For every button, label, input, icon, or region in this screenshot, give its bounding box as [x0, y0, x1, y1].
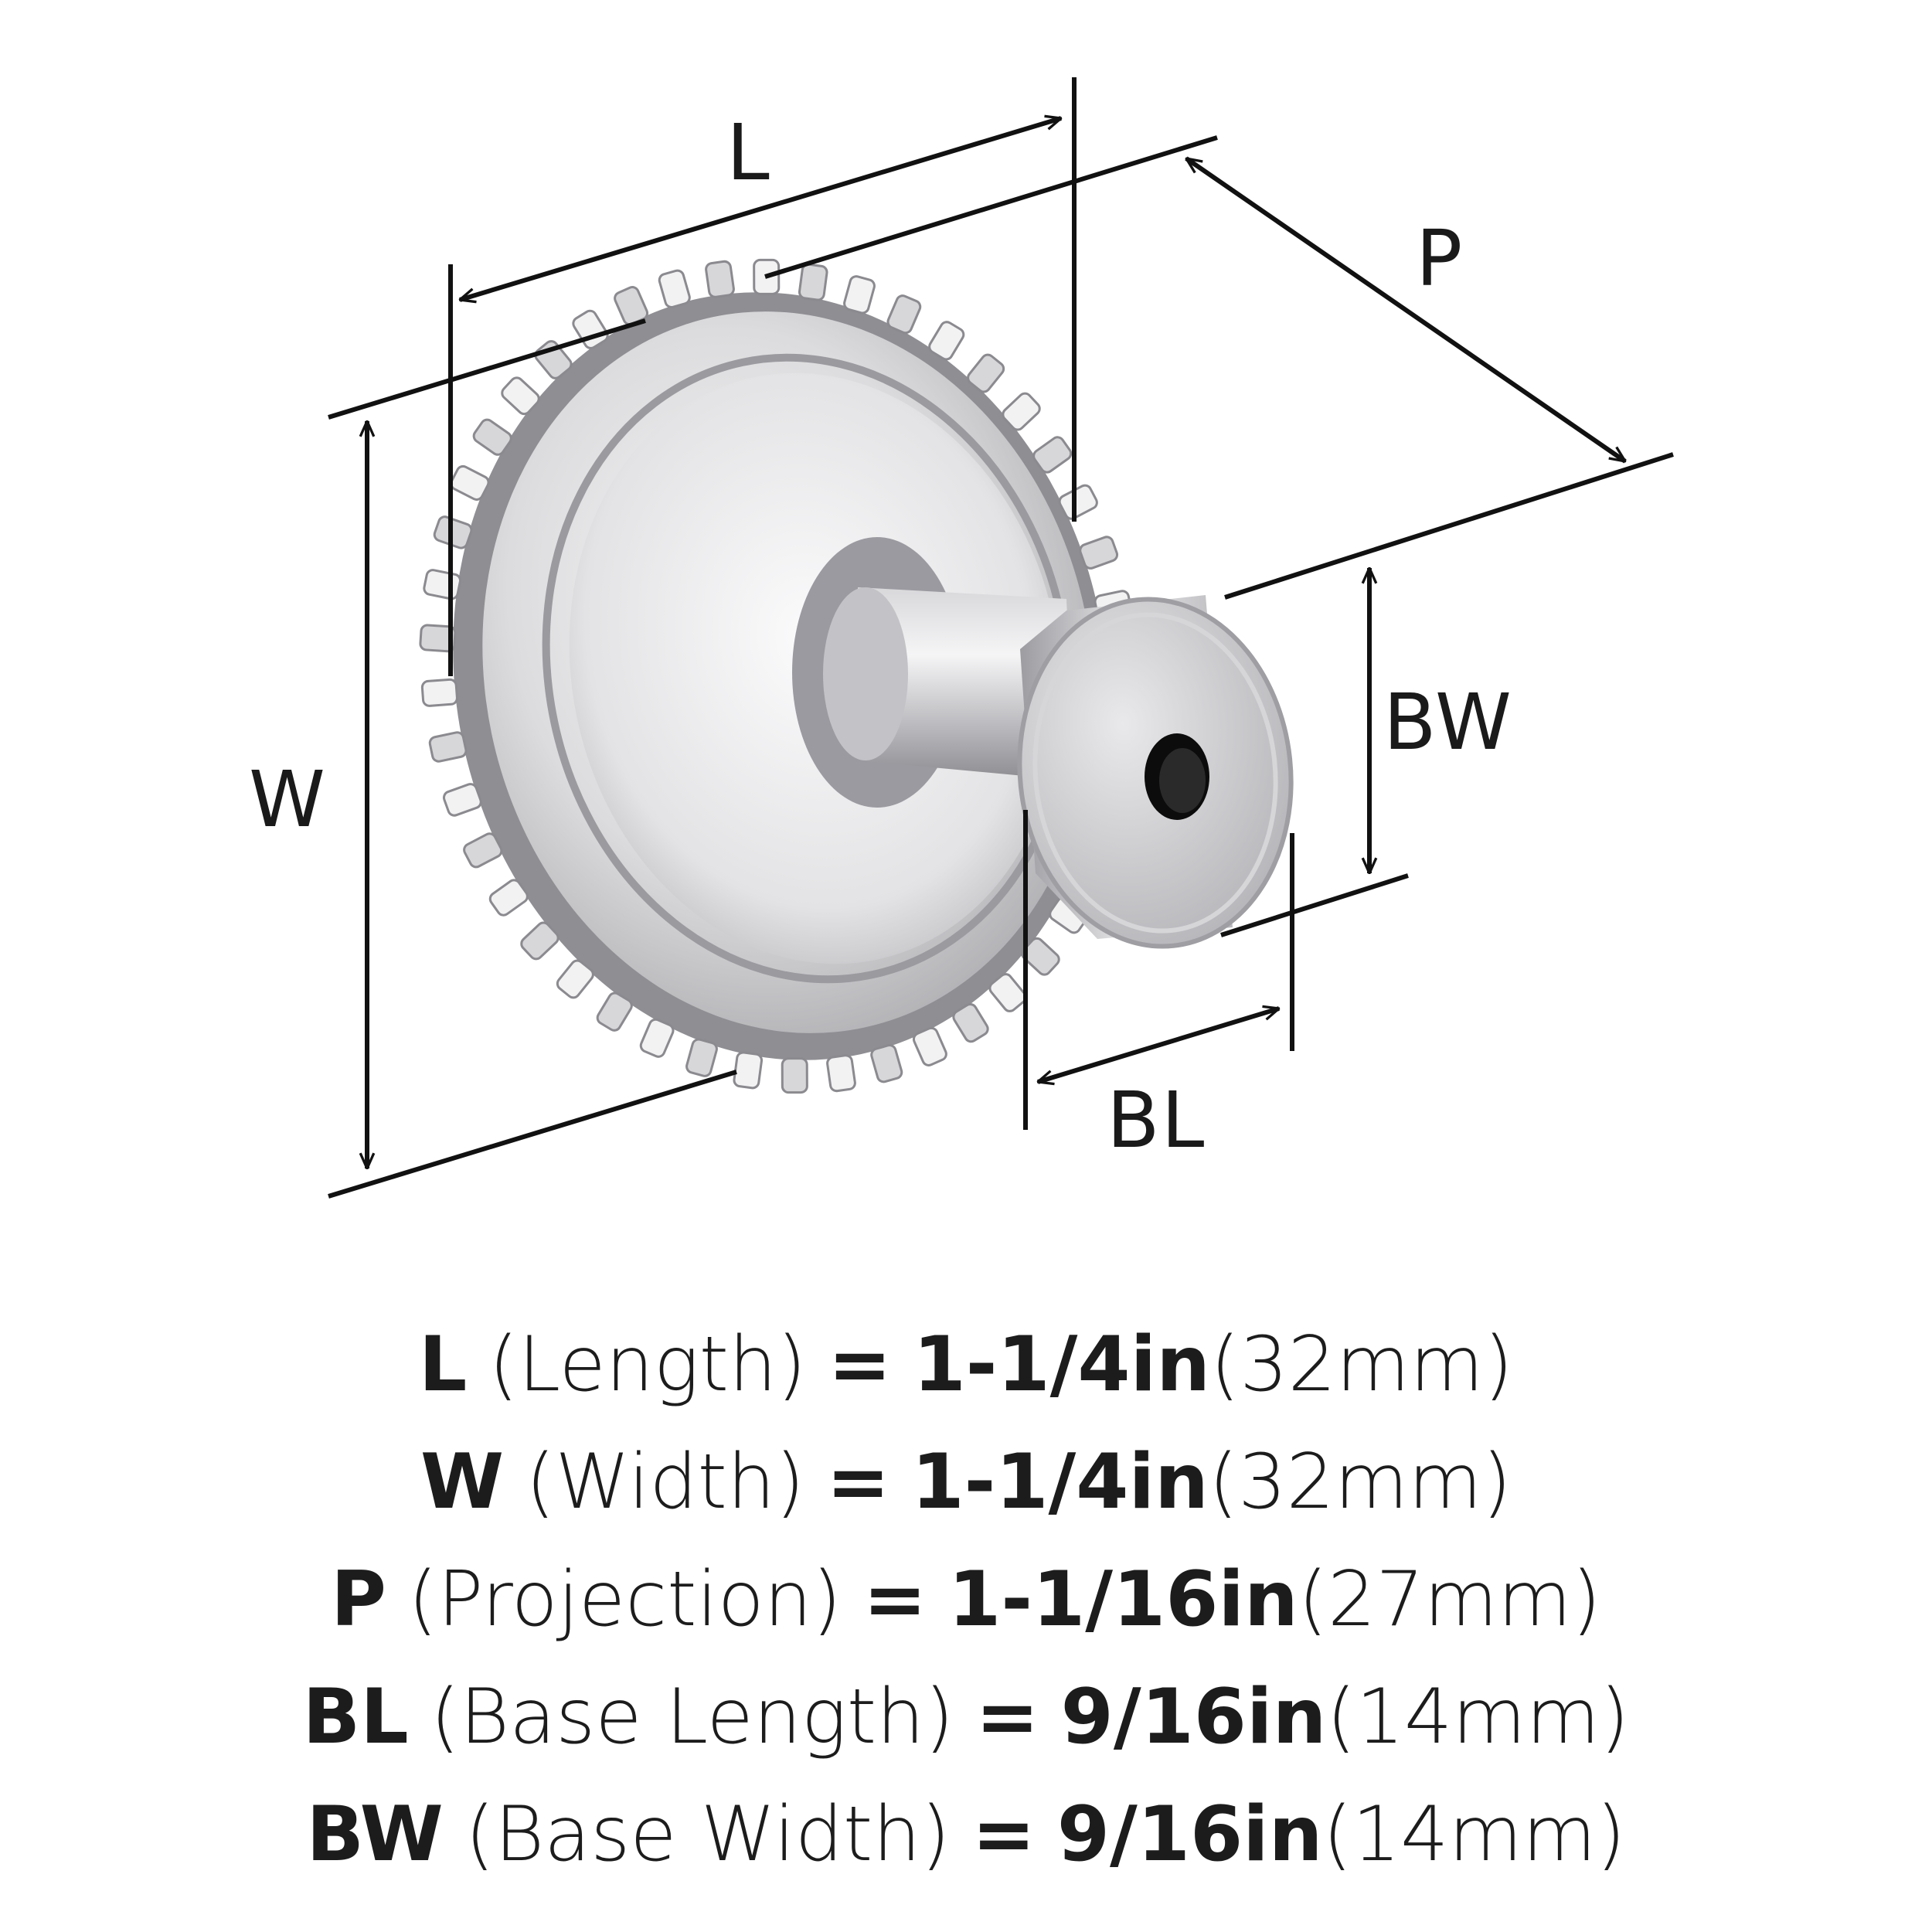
rosette-tooth	[596, 992, 633, 1032]
spec-equals: =	[828, 1321, 892, 1409]
rosette-tooth	[520, 921, 560, 961]
spec-symbol: BL	[302, 1673, 409, 1761]
spec-description: (Length)	[488, 1321, 807, 1409]
spec-metric: (27mm)	[1298, 1556, 1601, 1644]
spec-equals: =	[826, 1438, 890, 1526]
hook-drawing	[328, 77, 1674, 1199]
hook-cap	[1017, 595, 1294, 949]
spec-description: (Base Length)	[430, 1673, 954, 1761]
rosette-tooth	[705, 260, 735, 298]
rosette-tooth	[442, 783, 482, 817]
rosette-tooth	[733, 1051, 764, 1090]
rosette-tooth	[556, 959, 594, 999]
rosette-tooth	[433, 515, 473, 549]
rosette-tooth	[952, 1003, 989, 1043]
spec-row-base-length: BL (Base Length) = 9/16in (14mm)	[0, 1658, 1932, 1776]
rosette-tooth	[912, 1026, 947, 1066]
rosette-tooth	[488, 879, 529, 917]
spec-row-base-width: BW (Base Width) = 9/16in (14mm)	[0, 1776, 1932, 1893]
spec-imperial: 9/16in	[1056, 1791, 1323, 1879]
spec-symbol: W	[420, 1438, 505, 1526]
spec-imperial: 1-1/4in	[911, 1438, 1209, 1526]
rosette-tooth	[928, 321, 965, 361]
rosette-tooth	[1079, 536, 1119, 570]
spec-metric: (14mm)	[1326, 1673, 1630, 1761]
rosette-tooth	[450, 464, 490, 501]
spec-equals: =	[971, 1791, 1036, 1879]
rosette-tooth	[428, 731, 468, 763]
spec-imperial: 1-1/4in	[913, 1321, 1210, 1409]
rosette-tooth	[870, 1044, 903, 1083]
spec-metric: (32mm)	[1208, 1438, 1512, 1526]
rosette-tooth	[501, 376, 540, 416]
spec-metric: (32mm)	[1209, 1321, 1514, 1409]
label-bw: BW	[1383, 677, 1513, 767]
spec-description: (Base Width)	[464, 1791, 951, 1879]
spec-symbol: P	[331, 1556, 386, 1644]
spec-symbol: BW	[306, 1791, 444, 1879]
rosette-tooth	[419, 624, 457, 653]
label-p: P	[1416, 213, 1464, 304]
dimension-lines	[328, 77, 1674, 1199]
rosette-tooth	[423, 569, 461, 600]
rosette-tooth	[843, 275, 876, 315]
spec-symbol: L	[418, 1321, 468, 1409]
spec-list: L (Length) = 1-1/4in (32mm) W (Width) = …	[0, 1306, 1932, 1893]
rosette-tooth	[781, 1057, 808, 1094]
rosette-tooth	[1021, 937, 1060, 976]
label-l: L	[726, 107, 771, 198]
spec-row-projection: P (Projection) = 1-1/16in (27mm)	[0, 1541, 1932, 1658]
rosette-tooth	[658, 269, 691, 308]
rosette-tooth	[463, 832, 503, 869]
rosette-tooth	[798, 263, 828, 301]
spec-row-width: W (Width) = 1-1/4in (32mm)	[0, 1423, 1932, 1541]
rosette-tooth	[1002, 392, 1041, 431]
hook-stem	[792, 537, 1074, 808]
rosette-tooth	[472, 418, 512, 456]
spec-description: (Projection)	[407, 1556, 842, 1644]
spec-row-length: L (Length) = 1-1/4in (32mm)	[0, 1306, 1932, 1423]
spec-description: (Width)	[526, 1438, 805, 1526]
label-w: W	[249, 754, 327, 845]
spec-equals: =	[863, 1556, 927, 1644]
rosette-tooth	[988, 973, 1027, 1012]
rosette-tooth	[967, 353, 1005, 393]
dimension-diagram: L P W BW BL	[249, 77, 1674, 1199]
spec-metric: (14mm)	[1322, 1791, 1626, 1879]
spec-imperial: 1-1/16in	[948, 1556, 1298, 1644]
rosette-tooth	[685, 1038, 718, 1077]
label-bl: BL	[1107, 1075, 1206, 1165]
rosette-tooth	[1032, 436, 1073, 474]
spec-imperial: 9/16in	[1060, 1673, 1327, 1761]
rosette-tooth	[639, 1018, 675, 1058]
rosette-tooth	[420, 678, 458, 707]
rosette-tooth	[826, 1054, 856, 1093]
spec-equals: =	[975, 1673, 1039, 1761]
